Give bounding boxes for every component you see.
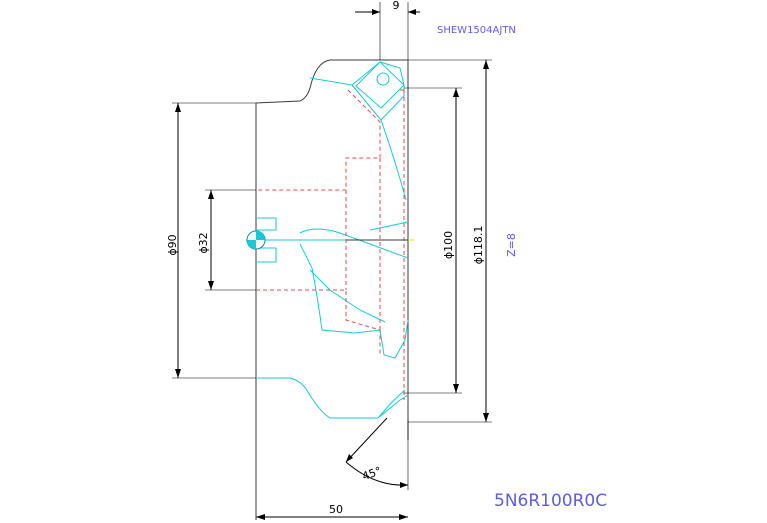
dim-cut-diameter: ϕ100: [404, 87, 462, 394]
dim-hub-diameter: ϕ90: [166, 102, 256, 379]
dim-top-width: 9: [355, 0, 420, 60]
dim-cut-diameter-label: ϕ100: [442, 231, 455, 259]
center-mark-icon: [246, 230, 266, 250]
hidden-lines: [256, 89, 405, 400]
dim-length: 50: [256, 503, 408, 520]
dim-outer-diameter: ϕ118.1: [408, 59, 492, 423]
dim-angle: 45°: [345, 417, 409, 490]
insert-code-label: SHEW1504AJTN: [437, 25, 516, 36]
dim-bore-diameter-label: ϕ32: [197, 232, 210, 253]
dim-bore-diameter: ϕ32: [197, 189, 256, 291]
model-number-label: 5N6R100R0C: [494, 491, 607, 511]
dim-angle-label: 45°: [360, 464, 383, 483]
insert-pocket: [355, 61, 405, 109]
dim-length-label: 50: [329, 503, 343, 516]
dim-outer-diameter-label: ϕ118.1: [472, 226, 485, 265]
dim-hub-diameter-label: ϕ90: [166, 234, 179, 255]
dim-top-width-label: 9: [393, 0, 400, 12]
teeth-count-label: Z=8: [505, 233, 518, 257]
